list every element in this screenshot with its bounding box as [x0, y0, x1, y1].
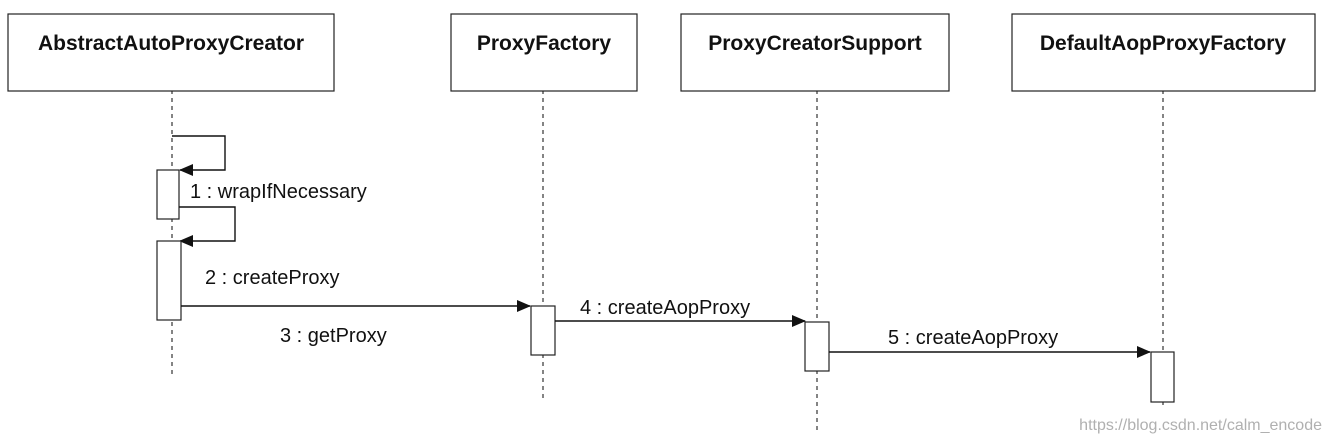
watermark: https://blog.csdn.net/calm_encode — [1079, 417, 1322, 434]
self-message-2-arrow — [179, 206, 236, 247]
activation-bar — [156, 169, 180, 220]
actor-proxy-factory: ProxyFactory — [450, 13, 638, 92]
activation-bar — [804, 321, 830, 372]
message-label: 3 : getProxy — [280, 325, 387, 347]
activation-bar — [156, 240, 182, 321]
message-label: 5 : createAopProxy — [888, 327, 1058, 349]
actor-proxy-creator-support: ProxyCreatorSupport — [680, 13, 950, 92]
actor-label: DefaultAopProxyFactory — [1040, 32, 1287, 55]
message-label: 1 : wrapIfNecessary — [190, 181, 367, 203]
activation-bar — [1150, 351, 1175, 403]
actor-label: AbstractAutoProxyCreator — [38, 32, 304, 55]
actor-label: ProxyFactory — [477, 32, 612, 55]
actor-label: ProxyCreatorSupport — [708, 32, 922, 55]
message-label: 4 : createAopProxy — [580, 297, 750, 319]
activation-bar — [530, 305, 556, 356]
self-message-1-arrow — [172, 135, 226, 176]
actor-abstract-auto-proxy-creator: AbstractAutoProxyCreator — [7, 13, 335, 92]
message-label: 2 : createProxy — [205, 267, 340, 289]
actor-default-aop-proxy-factory: DefaultAopProxyFactory — [1011, 13, 1316, 92]
